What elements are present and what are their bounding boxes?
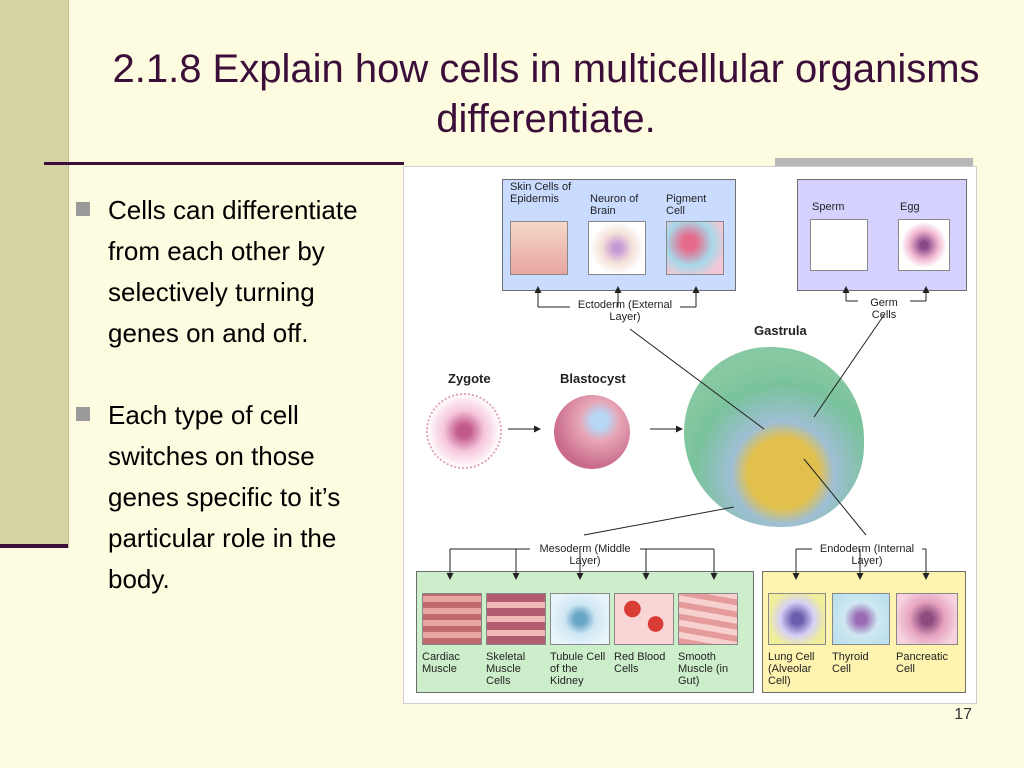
pancreatic-cell-image: [896, 593, 958, 645]
bullet-item: Cells can differentiate from each other …: [72, 190, 392, 354]
bullet-item: Each type of cell switches on those gene…: [72, 395, 392, 600]
blastocyst-image: [554, 395, 630, 469]
grey-rule: [775, 158, 973, 166]
mesoderm-cell-label: Tubule Cell of the Kidney: [550, 651, 606, 687]
bullet-text: Each type of cell switches on those gene…: [108, 400, 341, 594]
bullet-list: Cells can differentiate from each other …: [72, 190, 392, 641]
stage-label: Blastocyst: [560, 371, 626, 386]
germ-cell-label: Egg: [900, 201, 920, 213]
skeletal-muscle-image: [486, 593, 546, 645]
stage-label: Gastrula: [754, 323, 807, 338]
mesoderm-cell-label: Cardiac Muscle: [422, 651, 460, 675]
smooth-muscle-image: [678, 593, 738, 645]
lung-cell-image: [768, 593, 826, 645]
endoderm-cell-label: Thyroid Cell: [832, 651, 869, 675]
thyroid-cell-image: [832, 593, 890, 645]
diagram-connectors: [446, 286, 930, 580]
bullet-text: Cells can differentiate from each other …: [108, 195, 358, 348]
kidney-tubule-image: [550, 593, 610, 645]
germ-label: Germ Cells: [870, 297, 898, 321]
mesoderm-cell-label: Smooth Muscle (in Gut): [678, 651, 729, 687]
egg-image: [898, 219, 950, 271]
sidebar-rule: [0, 544, 68, 548]
mesoderm-label: Mesoderm (Middle Layer): [539, 543, 631, 567]
mesoderm-cell-label: Skeletal Muscle Cells: [486, 651, 526, 687]
slide-title: 2.1.8 Explain how cells in multicellular…: [112, 47, 980, 141]
germ-cell-label: Sperm: [812, 201, 845, 213]
ectoderm-cell-label: Neuron of Brain: [590, 193, 639, 217]
mesoderm-cell-label: Red Blood Cells: [614, 651, 666, 675]
ectoderm-label: Ectoderm (External Layer): [577, 299, 673, 323]
pigment-cell-image: [666, 221, 724, 275]
stage-label: Zygote: [448, 371, 491, 386]
endoderm-cell-label: Pancreatic Cell: [896, 651, 948, 675]
title-rule: [44, 162, 404, 165]
sidebar-strip: [0, 0, 69, 548]
skin-cells-image: [510, 221, 568, 275]
page-number: 17: [954, 706, 972, 723]
ectoderm-cell-label: Pigment Cell: [666, 193, 707, 217]
cardiac-muscle-image: [422, 593, 482, 645]
neuron-image: [588, 221, 646, 275]
bullet-square-icon: [76, 407, 90, 421]
gastrula-image: [684, 347, 864, 527]
bullet-square-icon: [76, 202, 90, 216]
red-blood-cells-image: [614, 593, 674, 645]
endoderm-cell-label: Lung Cell (Alveolar Cell): [768, 651, 815, 687]
ectoderm-cell-label: Skin Cells of Epidermis: [510, 181, 572, 205]
zygote-image: [426, 393, 502, 469]
endoderm-label: Endoderm (Internal Layer): [819, 543, 915, 567]
sperm-image: [810, 219, 868, 271]
cell-differentiation-diagram: Skin Cells of Epidermis Neuron of Brain …: [403, 166, 977, 704]
